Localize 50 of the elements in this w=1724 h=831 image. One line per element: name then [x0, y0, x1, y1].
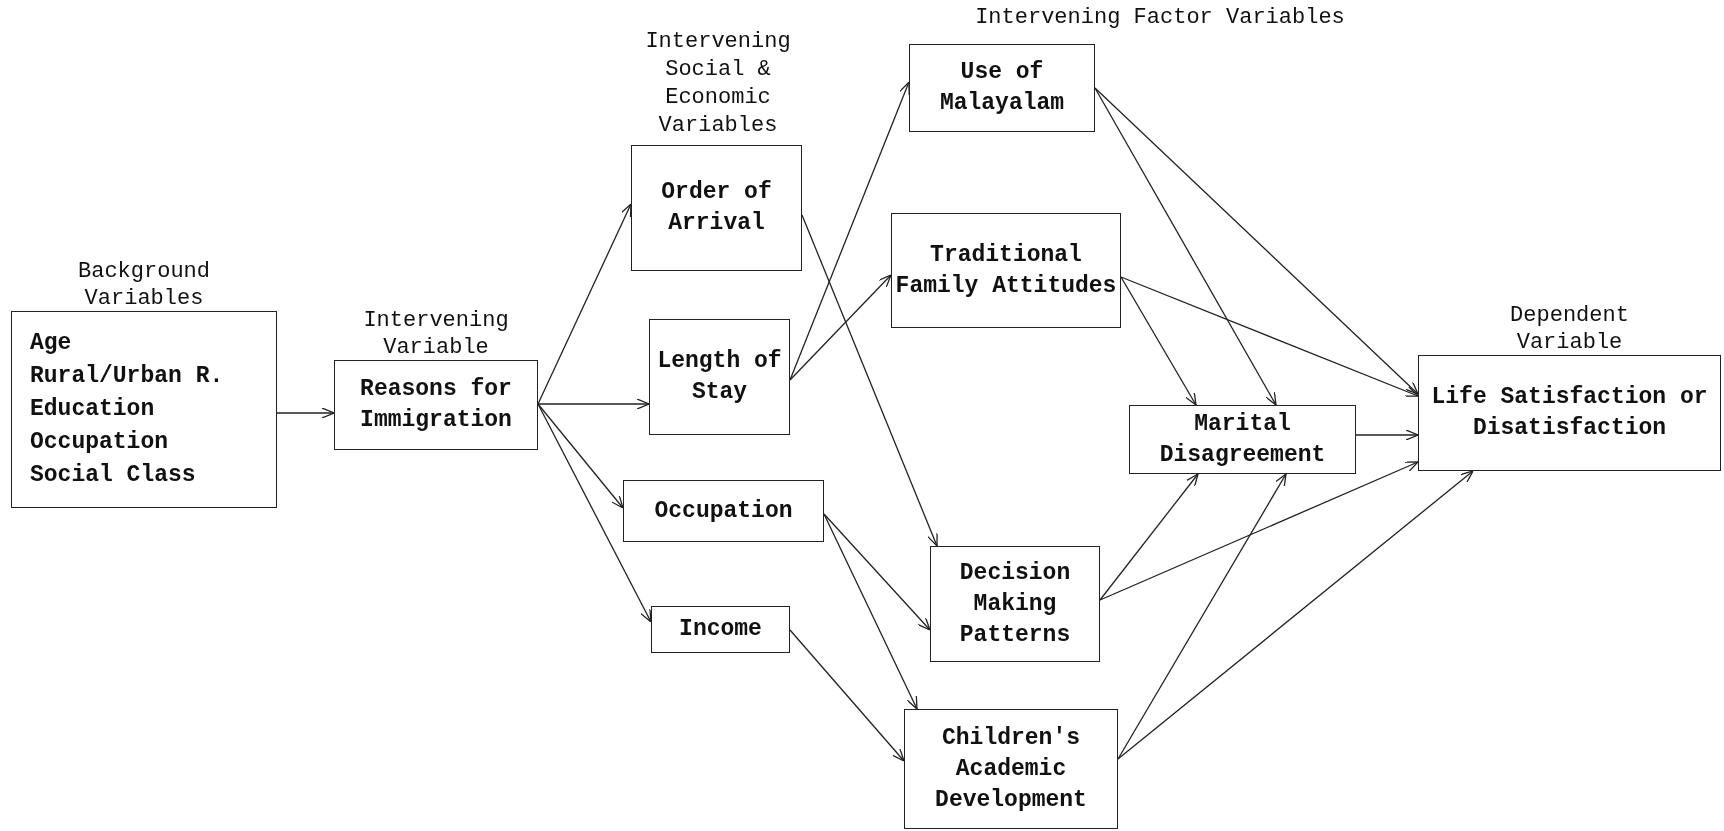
list-item: Education — [30, 395, 155, 424]
list-item: Occupation — [30, 428, 169, 457]
arrow — [1117, 470, 1474, 760]
arrow — [1099, 461, 1419, 601]
arrow — [789, 629, 905, 762]
arrow — [537, 203, 632, 405]
arrow — [823, 513, 918, 710]
box-label: Order of Arrival — [660, 178, 773, 238]
arrow — [1099, 473, 1199, 601]
box-label: Income — [679, 615, 762, 644]
arrow — [537, 403, 652, 623]
arrow — [537, 398, 650, 410]
box-label: Traditional Family Attitudes — [894, 240, 1118, 301]
list-item: Rural/Urban R. — [30, 362, 224, 391]
arrow — [1355, 429, 1419, 441]
variable-box — [909, 44, 1095, 132]
box-label: Length of Stay — [656, 347, 783, 407]
box-label: Decision Making Patterns — [958, 558, 1072, 650]
list-item: Age — [30, 329, 72, 358]
column-heading: Intervening Social & Economic Variables — [644, 28, 792, 140]
group-heading: Intervening Variable — [362, 307, 510, 361]
arrow — [1094, 87, 1277, 406]
box-label: Children's Academic Development — [934, 723, 1088, 815]
variable-box — [904, 709, 1118, 829]
box-label: Reasons for Immigration — [359, 375, 513, 435]
arrow — [1120, 276, 1419, 397]
arrow — [1120, 276, 1197, 406]
variable-box — [623, 480, 824, 542]
arrow — [789, 274, 892, 381]
arrow — [537, 403, 624, 509]
arrow — [1094, 87, 1419, 395]
variable-box — [891, 213, 1121, 328]
variable-box — [930, 546, 1100, 662]
variable-box — [631, 145, 802, 271]
variable-box — [649, 319, 790, 435]
variable-box — [651, 606, 790, 653]
box-label: Occupation — [654, 496, 793, 526]
box-label: Life Satisfaction or Disatisfaction — [1430, 383, 1709, 443]
box-label: Marital Disagreement — [1158, 409, 1327, 470]
group-heading: Background Variables — [77, 258, 211, 312]
group-heading: Dependent Variable — [1509, 302, 1630, 356]
arrow — [1117, 473, 1287, 760]
arrow — [823, 513, 931, 631]
box-label: Use of Malayalam — [938, 58, 1066, 118]
column-heading: Intervening Factor Variables — [974, 4, 1346, 32]
arrow — [276, 407, 335, 419]
arrow — [789, 81, 910, 381]
variable-box — [1129, 405, 1356, 474]
list-item: Social Class — [30, 461, 196, 490]
arrow — [801, 214, 938, 547]
